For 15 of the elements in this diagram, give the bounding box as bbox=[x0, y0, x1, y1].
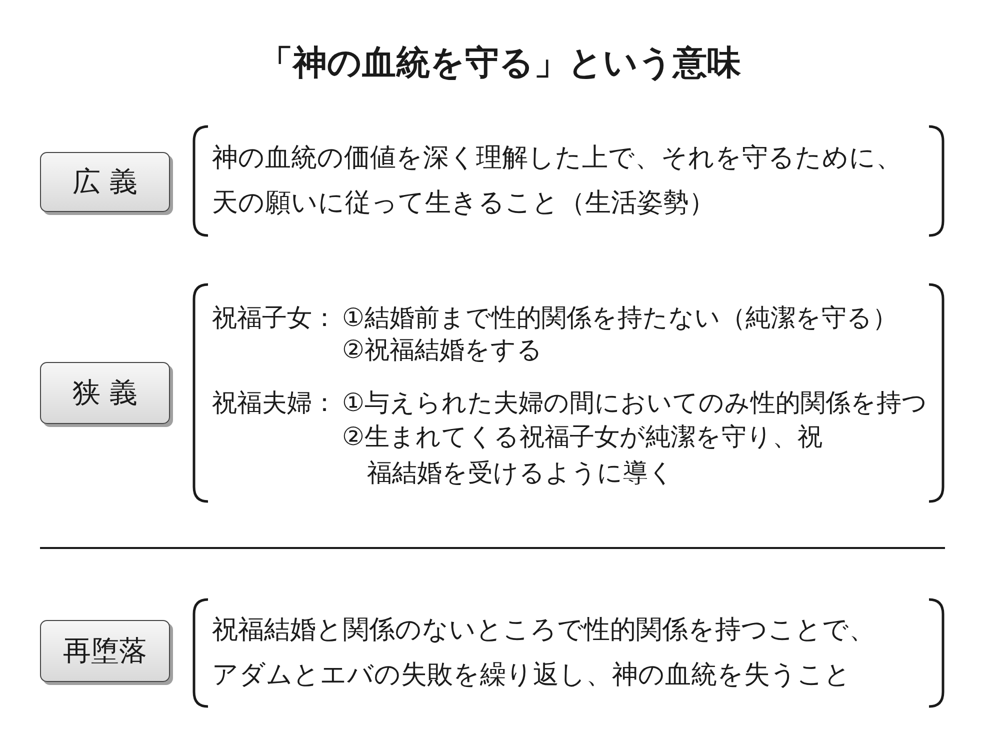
definition-text: 祝福結婚と関係のないところで性的関係を持つことで、アダムとエバの失敗を繰り返し、神の血統を失うこと bbox=[212, 614, 876, 692]
definition-text: ①与えられた夫婦の間においてのみ性的関係を持つ bbox=[342, 387, 928, 419]
bracket-panel bbox=[192, 598, 945, 708]
definition-text: 祝福夫婦： bbox=[212, 387, 337, 419]
definition-text: 祝福子女： bbox=[212, 302, 337, 334]
definition-text: 神の血統の価値を深く理解した上で、それを守るために、天の願いに従って生きること（生活姿勢） bbox=[212, 142, 903, 220]
bracket-panel bbox=[192, 125, 945, 237]
title: 「神の血統を守る」という意味 bbox=[258, 42, 742, 85]
definition-text: ②祝福結婚をする bbox=[342, 334, 542, 366]
definition-text: ①結婚前まで性的関係を持たない（純潔を守る） bbox=[342, 302, 898, 334]
term-label-box: 狭 義 bbox=[40, 362, 170, 424]
term-label-box: 広 義 bbox=[40, 152, 170, 212]
bracket-panel bbox=[192, 283, 945, 503]
term-label-box: 再堕落 bbox=[40, 620, 170, 682]
definition-text: ②生まれてくる祝福子女が純潔を守り、祝福結婚を受けるように導く bbox=[342, 421, 824, 489]
